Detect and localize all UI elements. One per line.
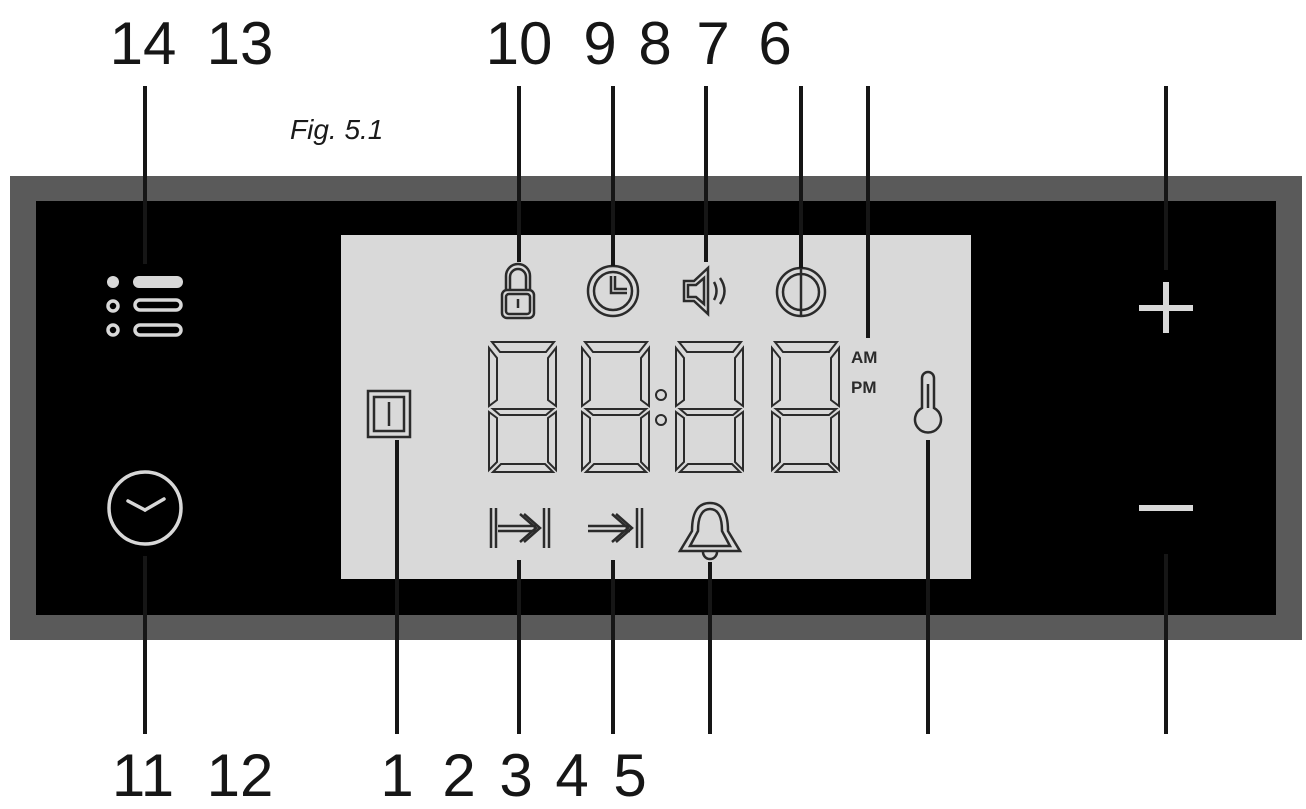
- callout-3: 3: [499, 742, 533, 809]
- oven-icon: [366, 389, 412, 439]
- thermometer-icon: [913, 370, 943, 434]
- callout-2: 2: [442, 742, 476, 809]
- leader-lines: [143, 86, 1168, 734]
- callout-7: 7: [696, 10, 730, 77]
- callout-6: 6: [758, 10, 792, 77]
- clock-icon: [107, 470, 183, 546]
- callout-4: 4: [555, 742, 589, 809]
- colon-top: [655, 389, 667, 401]
- end-time-icon: [588, 508, 644, 548]
- am-indicator: AM: [851, 348, 877, 367]
- callout-13: 13: [206, 10, 274, 77]
- pm-indicator: PM: [851, 378, 877, 397]
- callout-5: 5: [613, 742, 647, 809]
- lock-icon: [500, 262, 536, 320]
- lcd-window: [341, 235, 971, 579]
- seven-segment-digits: [488, 341, 840, 473]
- callout-8: 8: [638, 10, 672, 77]
- half-circle-icon: [775, 266, 827, 318]
- digit-2: [581, 341, 650, 473]
- menu-list-icon: [106, 276, 183, 337]
- colon-bottom: [655, 414, 667, 426]
- plus-icon: [1139, 282, 1193, 333]
- digit-3: [675, 341, 744, 473]
- callout-1: 1: [380, 742, 414, 809]
- digit-4: [771, 341, 840, 473]
- digit-1: [488, 341, 557, 473]
- bell-icon: [677, 501, 743, 561]
- callout-10: 10: [485, 10, 553, 77]
- callout-11: 11: [111, 742, 175, 809]
- figure-caption: Fig. 5.1: [290, 114, 384, 145]
- callout-9: 9: [583, 10, 617, 77]
- duration-icon: [489, 508, 551, 548]
- callout-14: 14: [109, 10, 177, 77]
- callout-12: 12: [206, 742, 274, 809]
- speaker-icon: [682, 265, 726, 317]
